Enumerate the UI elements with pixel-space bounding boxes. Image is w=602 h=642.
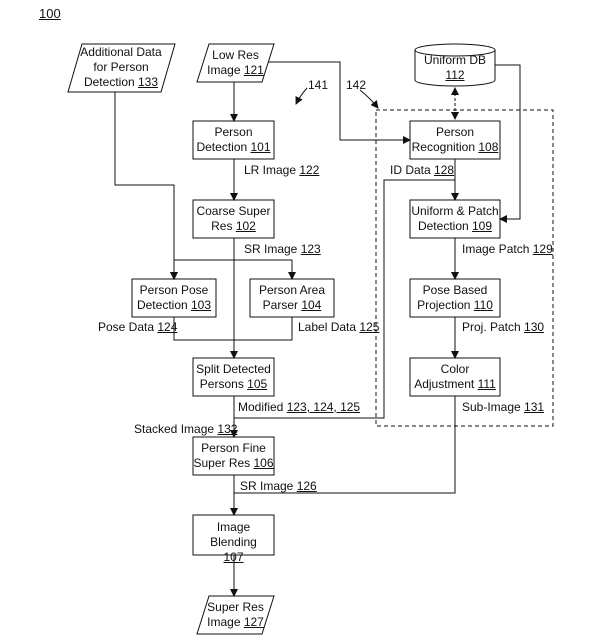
ref-142-label: 142 (346, 78, 367, 92)
pose-data-label: Pose Data 124 (98, 320, 178, 334)
super-res-image-shape (196, 595, 275, 635)
additional-data-label: Additional Data for Person Detection 133 (80, 45, 162, 89)
split-detected-box (192, 357, 275, 397)
image-patch-label: Image Patch 129 (462, 242, 553, 256)
id-data-label: ID Data 128 (390, 163, 455, 177)
sr-image-126-label: SR Image 126 (240, 479, 317, 493)
low-res-image-label: Low Res Image 121 (207, 48, 264, 77)
person-area-box (249, 278, 335, 318)
pose-projection-box (409, 278, 501, 318)
proj-patch-label: Proj. Patch 130 (462, 320, 545, 334)
image-blending-label: Image Blending 107 (210, 520, 257, 564)
coarse-super-res-label: Coarse Super Res 102 (196, 204, 271, 233)
ref-141-label: 141 (308, 78, 329, 92)
color-adjustment-label: Color Adjustment 111 (414, 362, 496, 391)
sub-image-label: Sub-Image 131 (462, 400, 545, 414)
additional-data-shape (67, 43, 176, 93)
split-detected-label: Split Detected Persons 105 (196, 362, 271, 391)
low-res-image-shape (196, 43, 275, 83)
super-res-image-label: Super Res Image 127 (207, 600, 264, 629)
person-recognition-label: Person Recognition 108 (411, 125, 499, 154)
person-fine-box (192, 436, 275, 476)
dashed-module-142 (375, 109, 554, 427)
lr-image-label: LR Image 122 (244, 163, 320, 177)
label-data-label: Label Data 125 (298, 320, 380, 334)
sr-image-123-label: SR Image 123 (244, 242, 321, 256)
person-fine-label: Person Fine Super Res 106 (193, 441, 274, 470)
person-detection-label: Person Detection 101 (196, 125, 271, 154)
person-area-label: Person Area Parser 104 (258, 283, 326, 312)
uniform-db-shape (414, 43, 496, 87)
modified-label: Modified 123, 124, 125 (238, 400, 361, 414)
figure-number: 100 (39, 6, 61, 21)
uniform-patch-label: Uniform & Patch Detection 109 (411, 204, 499, 233)
color-adjustment-box (409, 357, 501, 397)
uniform-db-label: Uniform DB 112 (423, 53, 486, 82)
uniform-patch-box (409, 199, 501, 239)
pose-projection-label: Pose Based Projection 110 (417, 283, 493, 312)
stacked-image-label: Stacked Image 132 (134, 422, 238, 436)
person-pose-label: Person Pose Detection 103 (136, 283, 212, 312)
